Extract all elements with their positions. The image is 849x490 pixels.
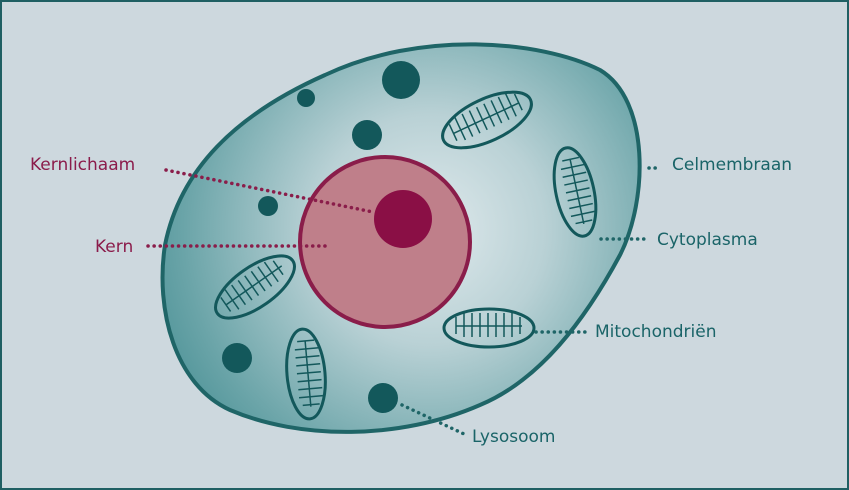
- nucleolus: [374, 190, 432, 248]
- lysosome: [352, 120, 382, 150]
- lysosome: [258, 196, 278, 216]
- lysosome: [297, 89, 315, 107]
- label-cytoplasma: Cytoplasma: [657, 230, 758, 250]
- label-mitochondrien: Mitochondriën: [595, 322, 717, 342]
- lysosome: [222, 343, 252, 373]
- label-celmembraan: Celmembraan: [672, 155, 792, 175]
- label-lysosoom: Lysosoom: [472, 427, 555, 447]
- lysosome: [368, 383, 398, 413]
- nucleus: [300, 157, 470, 327]
- label-kernlichaam: Kernlichaam: [30, 155, 135, 175]
- label-kern: Kern: [95, 237, 133, 257]
- lysosome: [382, 61, 420, 99]
